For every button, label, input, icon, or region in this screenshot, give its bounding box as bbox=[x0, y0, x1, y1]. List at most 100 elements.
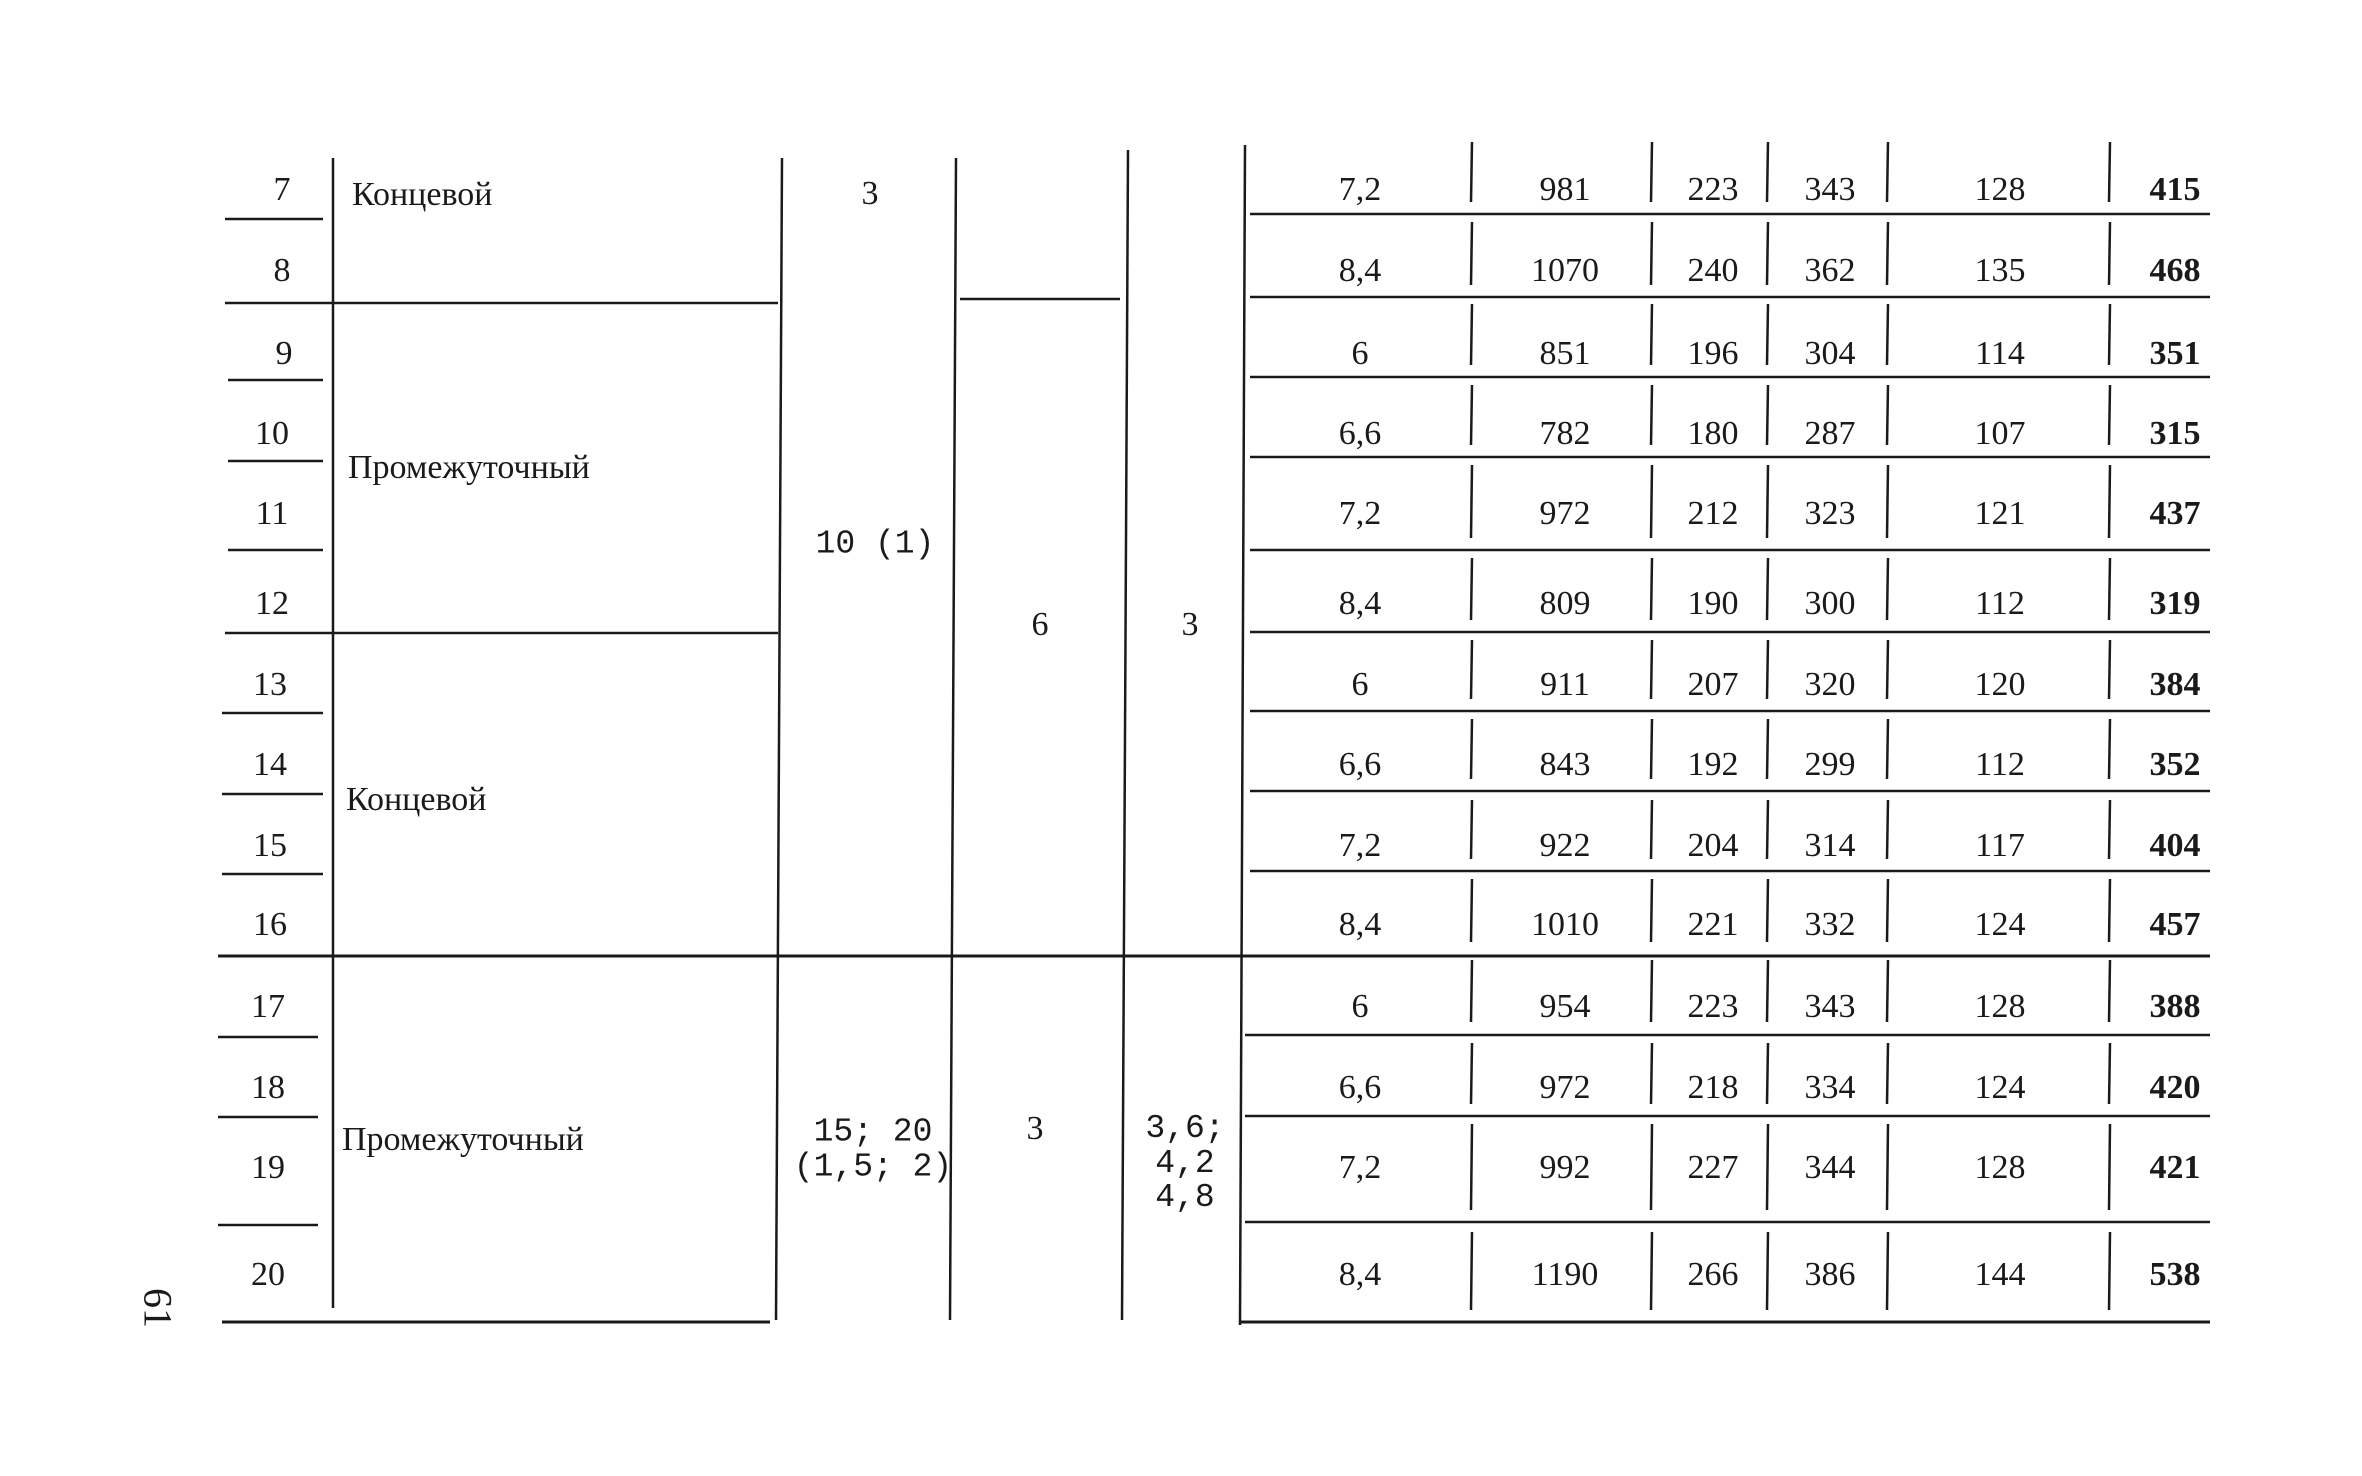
data-cell: 223 bbox=[1687, 988, 1739, 1025]
data-cell: 8,4 bbox=[1338, 1256, 1382, 1293]
data-cell: 343 bbox=[1804, 988, 1856, 1025]
cell-divider bbox=[1765, 718, 1770, 780]
page-number: 61 bbox=[135, 1288, 181, 1328]
type-label: Промежуточный bbox=[348, 449, 590, 486]
cell-divider bbox=[1649, 639, 1654, 700]
data-cell: 8,4 bbox=[1338, 252, 1382, 289]
row-number: 15 bbox=[253, 827, 287, 864]
cell-divider bbox=[1765, 1123, 1770, 1211]
data-cell: 212 bbox=[1687, 495, 1739, 532]
data-cell: 314 bbox=[1804, 827, 1856, 864]
data-cell: 362 bbox=[1804, 252, 1856, 289]
data-cell: 124 bbox=[1974, 906, 2026, 943]
cell-divider bbox=[2107, 639, 2112, 700]
data-cell: 7,2 bbox=[1338, 495, 1382, 532]
data-cell: 468 bbox=[2149, 252, 2201, 289]
cell-divider bbox=[2107, 1042, 2112, 1105]
cell-divider bbox=[1765, 1042, 1770, 1105]
cell-divider bbox=[1469, 959, 1474, 1023]
cell-divider bbox=[2107, 799, 2112, 860]
cell-divider bbox=[1765, 464, 1770, 539]
cell-divider bbox=[1765, 1231, 1770, 1311]
data-cell: 240 bbox=[1687, 252, 1739, 289]
cell-divider bbox=[2107, 221, 2112, 286]
data-cell: 124 bbox=[1974, 1069, 2026, 1106]
col-b-value: 6 bbox=[1031, 606, 1049, 643]
data-cell: 320 bbox=[1804, 666, 1856, 703]
data-cell: 782 bbox=[1539, 415, 1591, 452]
data-cell: 992 bbox=[1539, 1149, 1591, 1186]
col-b-value: 3 bbox=[1026, 1110, 1044, 1147]
data-cell: 1010 bbox=[1531, 906, 1599, 943]
data-cell: 351 bbox=[2149, 335, 2201, 372]
cell-divider bbox=[1469, 464, 1474, 539]
cell-divider bbox=[2107, 1231, 2112, 1311]
row-number: 9 bbox=[275, 335, 293, 372]
data-cell: 6,6 bbox=[1338, 1069, 1382, 1106]
cell-divider bbox=[1649, 878, 1654, 943]
type-label: Концевой bbox=[352, 176, 493, 213]
data-cell: 421 bbox=[2149, 1149, 2201, 1186]
cell-divider bbox=[1469, 718, 1474, 780]
data-cell: 221 bbox=[1687, 906, 1739, 943]
cell-divider bbox=[1649, 141, 1654, 203]
data-cell: 384 bbox=[2149, 666, 2201, 703]
data-cell: 227 bbox=[1687, 1149, 1739, 1186]
cell-divider bbox=[1649, 303, 1654, 366]
data-cell: 190 bbox=[1687, 585, 1739, 622]
data-cell: 120 bbox=[1974, 666, 2026, 703]
cell-divider bbox=[2107, 959, 2112, 1023]
data-cell: 1070 bbox=[1531, 252, 1599, 289]
row-number: 13 bbox=[253, 666, 287, 703]
data-cell: 911 bbox=[1540, 666, 1590, 703]
cell-divider bbox=[1649, 959, 1654, 1023]
cell-divider bbox=[1469, 221, 1474, 286]
cell-divider bbox=[1765, 221, 1770, 286]
data-cell: 922 bbox=[1539, 827, 1591, 864]
cell-divider bbox=[1885, 221, 1890, 286]
data-cell: 117 bbox=[1975, 827, 2025, 864]
data-cell: 457 bbox=[2149, 906, 2201, 943]
data-cell: 218 bbox=[1687, 1069, 1739, 1106]
row-number: 14 bbox=[253, 746, 287, 783]
cell-divider bbox=[2107, 141, 2112, 203]
data-cell: 323 bbox=[1804, 495, 1856, 532]
type-label: Промежуточный bbox=[342, 1121, 584, 1158]
data-cell: 352 bbox=[2149, 746, 2201, 783]
data-cell: 204 bbox=[1687, 827, 1739, 864]
data-cell: 388 bbox=[2149, 988, 2201, 1025]
data-cell: 287 bbox=[1804, 415, 1856, 452]
data-cell: 6 bbox=[1351, 988, 1369, 1025]
cell-divider bbox=[1765, 557, 1770, 621]
cell-divider bbox=[2107, 557, 2112, 621]
cell-divider bbox=[1469, 639, 1474, 700]
data-cell: 343 bbox=[1804, 171, 1856, 208]
data-cell: 135 bbox=[1974, 252, 2026, 289]
cell-divider bbox=[1885, 303, 1890, 366]
cell-divider bbox=[1765, 799, 1770, 860]
cell-divider bbox=[1469, 878, 1474, 943]
data-cell: 7,2 bbox=[1338, 827, 1382, 864]
row-number: 19 bbox=[251, 1149, 285, 1186]
cell-divider bbox=[2107, 384, 2112, 446]
data-cell: 332 bbox=[1804, 906, 1856, 943]
cell-divider bbox=[1885, 464, 1890, 539]
cell-divider bbox=[1885, 878, 1890, 943]
col-c-value: 3,6; 4,2 4,8 bbox=[1145, 1110, 1225, 1217]
cell-divider bbox=[1885, 799, 1890, 860]
data-cell: 128 bbox=[1974, 988, 2026, 1025]
data-cell: 843 bbox=[1539, 746, 1591, 783]
row-number: 7 bbox=[273, 171, 291, 208]
row-number: 10 bbox=[255, 415, 289, 452]
data-cell: 972 bbox=[1539, 1069, 1591, 1106]
row-number: 12 bbox=[255, 585, 289, 622]
data-cell: 6 bbox=[1351, 666, 1369, 703]
data-cell: 112 bbox=[1975, 746, 2025, 783]
cell-divider bbox=[1765, 141, 1770, 203]
cell-divider bbox=[1469, 1123, 1474, 1211]
data-cell: 107 bbox=[1974, 415, 2026, 452]
col-c-value: 3 bbox=[1181, 606, 1199, 643]
data-cell: 972 bbox=[1539, 495, 1591, 532]
data-cell: 8,4 bbox=[1338, 906, 1382, 943]
cell-divider bbox=[1885, 639, 1890, 700]
